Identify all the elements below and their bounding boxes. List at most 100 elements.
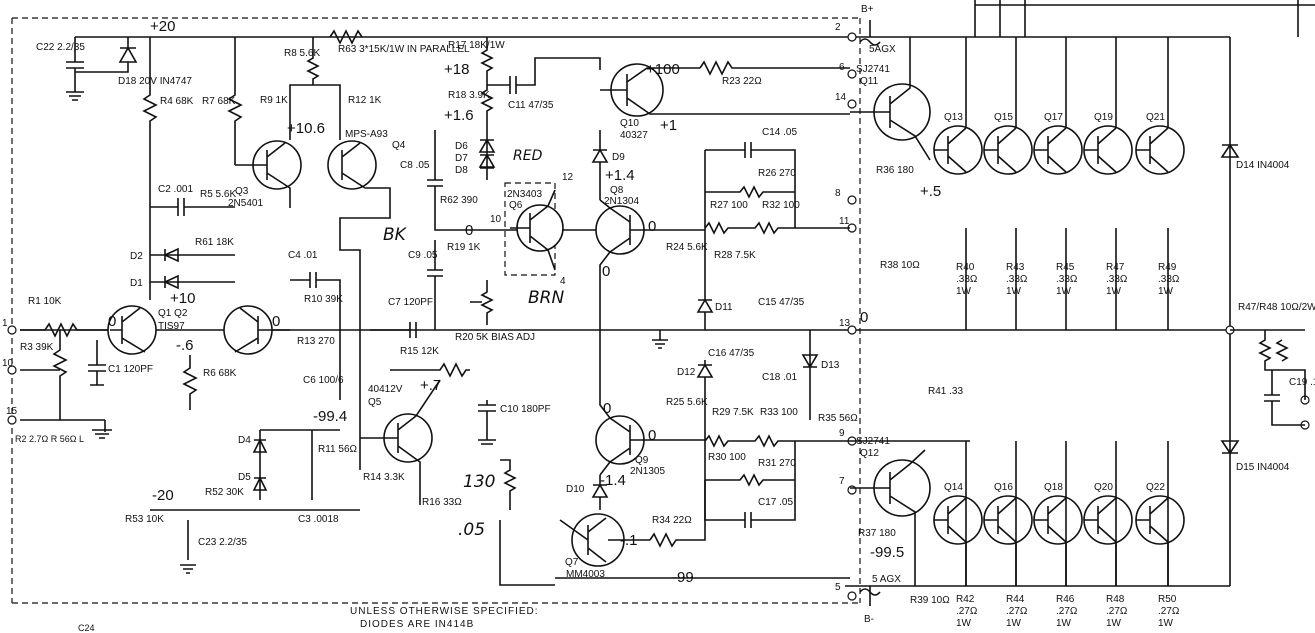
output-transistor-q17: Q17: [1033, 37, 1083, 175]
node-11: 14: [835, 92, 847, 103]
q5-ref: Q5: [368, 397, 382, 408]
bminus-rail: [845, 585, 1230, 606]
c8-label: C8 .05: [400, 160, 430, 171]
fuse-bottom-symbol: [859, 588, 881, 596]
q6-ref: Q6: [509, 200, 523, 211]
node-3: 7: [839, 476, 845, 487]
d6-label: D6: [455, 141, 468, 152]
r36-label: R36 180: [876, 165, 914, 176]
c7-capacitor: [370, 322, 417, 338]
d12-label: D12: [677, 367, 696, 378]
node-12: 12: [562, 172, 574, 183]
emitter-resistor-label: .27Ω: [1006, 606, 1028, 617]
node-6: 15: [6, 406, 18, 417]
q1q2-ref: Q1 Q2: [158, 308, 188, 319]
emitter-resistor-label: 1W: [956, 286, 972, 297]
c2-label: C2 .001: [158, 184, 193, 195]
r35-label: R35 56Ω: [818, 413, 858, 424]
emitter-resistor-label: .33Ω: [956, 274, 978, 285]
r23-resistor: [699, 60, 850, 76]
node-2: 10: [2, 358, 14, 369]
r10-label: R10 39K: [304, 294, 343, 305]
label-q13: Q13: [944, 112, 963, 123]
r8-r9-r12-network: [289, 37, 341, 140]
c16-label: C16 47/35: [708, 348, 755, 359]
output-transistor-q15: Q15: [983, 37, 1033, 175]
r53-label: R53 10K: [125, 514, 164, 525]
emitter-resistor-label: 1W: [1158, 618, 1174, 629]
emitter-resistor-label: R47: [1106, 262, 1125, 273]
emitter-resistor-label: 1W: [1158, 286, 1174, 297]
d9-diode: [591, 130, 609, 200]
r26-label: R26 270: [758, 168, 796, 179]
d2-diode: [163, 247, 179, 263]
label-q20: Q20: [1094, 482, 1113, 493]
r19-label: R19 1K: [447, 242, 481, 253]
node-14: 2: [835, 22, 841, 33]
q4-transistor: [327, 140, 377, 190]
r17-r18-resistors: [480, 37, 494, 135]
q7-type: MM4003: [566, 569, 605, 580]
fuse-top-label: 5AGX: [869, 44, 896, 55]
r37-label: R37 180: [858, 528, 896, 539]
q2-leads: [234, 307, 290, 353]
r4-resistor: [142, 37, 158, 300]
r39-label: R39 10Ω: [910, 595, 950, 606]
v-q1-base: 0: [108, 313, 116, 330]
bplus-rail: [845, 20, 1230, 38]
r18-label: R18 3.9K: [448, 90, 490, 101]
q10-type: 40327: [620, 130, 648, 141]
emitter-resistor-label: R50: [1158, 594, 1177, 605]
v-zero-q8: 0: [648, 218, 656, 235]
r3-resistor: [52, 330, 68, 420]
output-transistor-q13: Q13: [933, 37, 983, 175]
r20-potentiometer: [470, 280, 494, 325]
q12-leads: [850, 449, 926, 586]
r13-label: R13 270: [297, 336, 335, 347]
r17-label: R17 18K/1W: [448, 40, 505, 51]
r15-label: R15 12K: [400, 346, 439, 357]
output-transistor-q21: Q21: [1135, 37, 1185, 175]
v-minus-point6: -.6: [176, 337, 194, 354]
q6-leads: [510, 189, 556, 271]
q4-ref: Q4: [392, 140, 406, 151]
hand-05: .05: [458, 520, 485, 540]
d14-label: D14 IN4004: [1236, 160, 1290, 171]
label-bminus: B-: [864, 614, 874, 625]
c8-capacitor: [427, 130, 600, 231]
q1-transistor: [107, 305, 157, 355]
output-transistor-q16: Q16: [983, 482, 1033, 586]
q9-type: 2N1305: [630, 466, 665, 477]
q10-leads: [600, 67, 850, 115]
label-plus20: +20: [150, 18, 175, 35]
q9-leads: [599, 330, 705, 476]
c9-label: C9 .05: [408, 250, 438, 261]
r24-label: R24 5.6K: [666, 242, 708, 253]
r3-label: R3 39K: [20, 342, 54, 353]
emitter-resistor-label: .33Ω: [1158, 274, 1180, 285]
q1q2-type: TIS97: [158, 321, 185, 332]
emitter-resistor-label: 1W: [1056, 618, 1072, 629]
r41-label: R41 .33: [928, 386, 963, 397]
v-minus-point1: -.1: [620, 532, 638, 549]
hand-130: 130: [463, 472, 495, 492]
c3-label: C3 .0018: [298, 514, 339, 525]
d4-d5-diodes: [252, 438, 268, 491]
label-q17: Q17: [1044, 112, 1063, 123]
ground-middle: [652, 330, 668, 349]
c2-capacitor: [150, 198, 235, 216]
r27-r32-resistors: [704, 221, 850, 235]
note-line2: DIODES ARE IN414B: [360, 619, 474, 630]
q3-leads: [235, 142, 291, 208]
label-q18: Q18: [1044, 482, 1063, 493]
r7-resistor: [227, 37, 243, 165]
q3-ref: Q3: [235, 186, 249, 197]
node-9: 11: [839, 216, 850, 227]
d8-label: D8: [455, 165, 468, 176]
c9-capacitor: [427, 240, 443, 330]
emitter-resistor-label: 1W: [1056, 286, 1072, 297]
d7-label: D7: [455, 153, 468, 164]
label-q19: Q19: [1094, 112, 1113, 123]
q5-leads: [360, 379, 441, 505]
